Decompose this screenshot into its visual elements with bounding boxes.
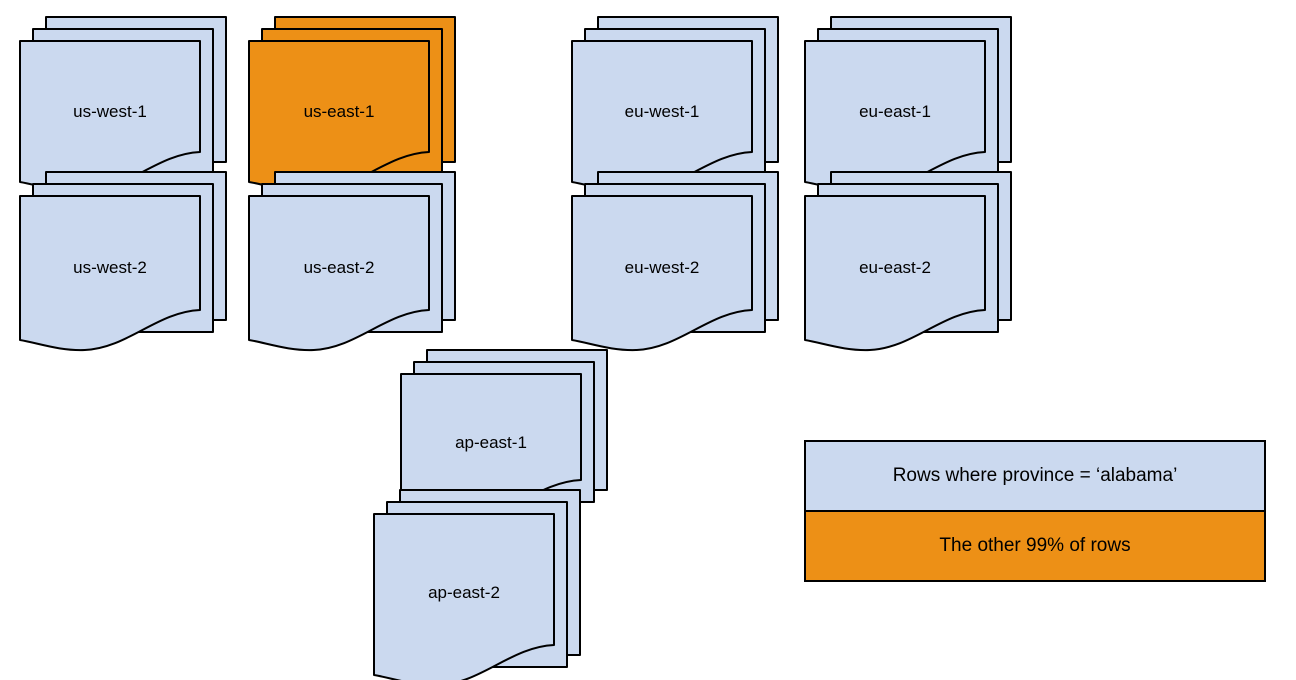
region-stack-us-east-1[interactable]: us-east-1 [248,16,456,194]
stack-sheet [571,195,753,352]
legend-row-orange: The other 99% of rows [806,512,1264,580]
region-stack-us-west-2[interactable]: us-west-2 [19,171,227,352]
legend-box: Rows where province = ‘alabama’ The othe… [804,440,1266,582]
stack-sheet [373,513,555,680]
region-stack-ap-east-2[interactable]: ap-east-2 [373,489,581,680]
legend-label-orange: The other 99% of rows [939,535,1131,556]
region-stack-us-west-1[interactable]: us-west-1 [19,16,227,194]
legend-label-blue: Rows where province = ‘alabama’ [892,465,1178,486]
region-stack-eu-west-2[interactable]: eu-west-2 [571,171,779,352]
region-stack-ap-east-1[interactable]: ap-east-1 [400,349,608,522]
legend-row-blue: Rows where province = ‘alabama’ [806,442,1264,512]
region-stack-eu-east-1[interactable]: eu-east-1 [804,16,1012,194]
region-stack-eu-west-1[interactable]: eu-west-1 [571,16,779,194]
stack-sheet [248,195,430,352]
region-stack-eu-east-2[interactable]: eu-east-2 [804,171,1012,352]
stack-sheet [804,195,986,352]
stack-sheet [19,195,201,352]
region-stack-us-east-2[interactable]: us-east-2 [248,171,456,352]
